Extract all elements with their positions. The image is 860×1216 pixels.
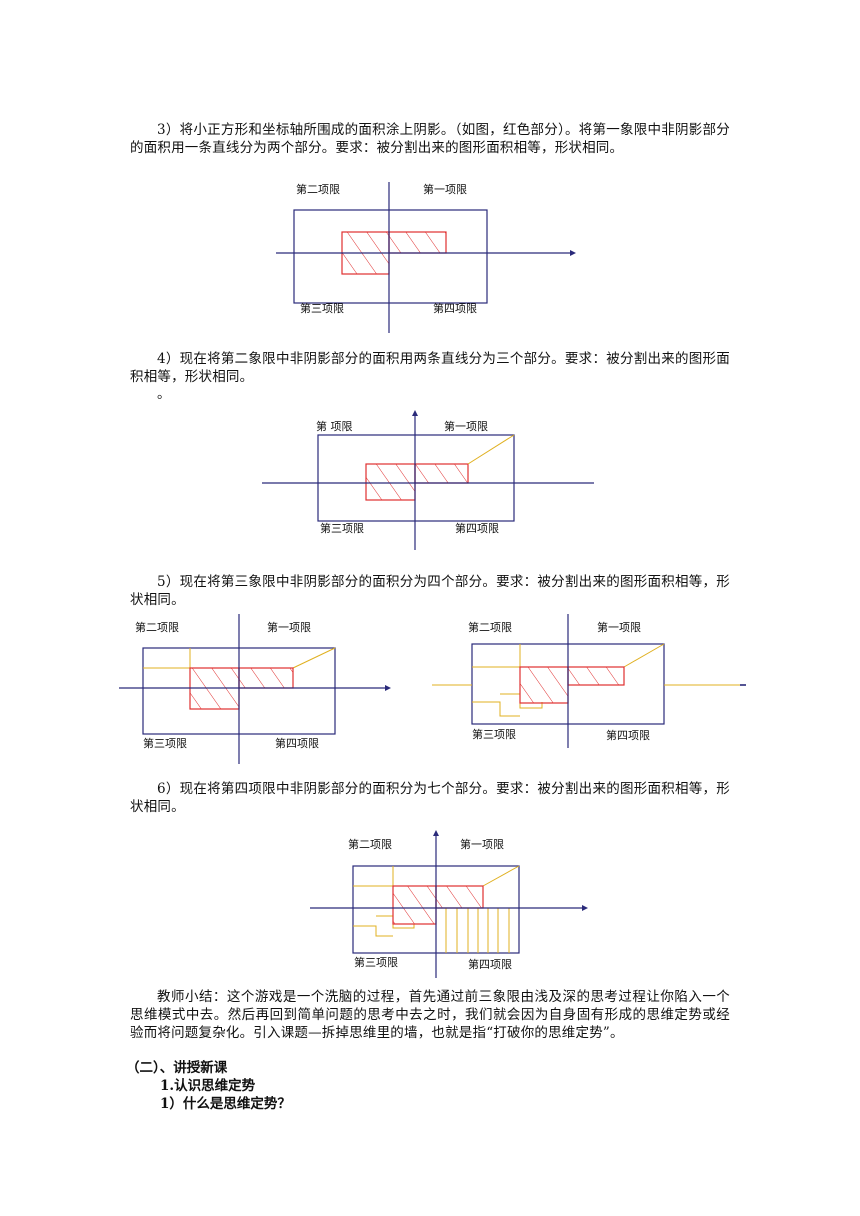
paragraph-step-4: 4）现在将第二象限中非阴影部分的面积用两条直线分为三个部分。要求：被分割出来的图… [130, 351, 730, 385]
label-quadrant-1: 第一项限 [423, 182, 467, 196]
svg-text:第一项限: 第一项限 [267, 620, 311, 634]
label-quadrant-2: 第二项限 [296, 182, 340, 196]
figure-quadrants-1: 第二项限 第一项限 第三项限 第四项限 [276, 182, 576, 333]
svg-text:第二项限: 第二项限 [348, 837, 392, 851]
figure-quadrants-2: 第 项限 第一项限 第三项限 第四项限 [262, 410, 594, 550]
svg-text:第四项限: 第四项限 [468, 957, 512, 971]
paragraph-step-3: 3）将小正方形和坐标轴所围成的面积涂上阴影。（如图，红色部分）。将第一象限中非阴… [130, 122, 730, 156]
svg-text:第三项限: 第三项限 [320, 521, 364, 535]
paragraph-step-6: 6）现在将第四项限中非阴影部分的面积分为七个部分。要求：被分割出来的图形面积相等… [130, 781, 730, 815]
svg-text:第一项限: 第一项限 [444, 419, 488, 433]
svg-text:第二项限: 第二项限 [468, 620, 512, 634]
svg-text:第三项限: 第三项限 [143, 736, 187, 750]
figure-quadrants-3a: 第二项限 第一项限 第三项限 第四项限 [119, 614, 391, 764]
svg-text:第一项限: 第一项限 [597, 620, 641, 634]
paragraph-step-5: 5）现在将第三象限中非阴影部分的面积分为四个部分。要求：被分割出来的图形面积相等… [130, 574, 730, 608]
outer-rectangle [293, 209, 488, 304]
svg-text:第二项限: 第二项限 [135, 620, 179, 634]
sub-heading-1-1: 1）什么是思维定势？ [160, 1096, 291, 1112]
figure-quadrants-4: 第二项限 第一项限 第三项限 第四项限 [310, 830, 588, 978]
label-quadrant-3: 第三项限 [300, 301, 344, 315]
sub-heading-1: 1.认识思维定势 [160, 1078, 256, 1094]
label-quadrant-4: 第四项限 [433, 301, 477, 315]
svg-text:第一项限: 第一项限 [460, 837, 504, 851]
svg-text:第三项限: 第三项限 [472, 727, 516, 741]
stray-punctuation: 。 [157, 386, 171, 402]
divide-line [467, 434, 515, 465]
svg-text:第四项限: 第四项限 [455, 521, 499, 535]
shaded-region [388, 231, 447, 254]
section-heading-2: （二）、讲授新课 [126, 1060, 228, 1076]
teacher-summary: 教师小结：这个游戏是一个洗脑的过程，首先通过前三象限由浅及深的思考过程让你陷入一… [130, 989, 730, 1041]
figure-quadrants-3b: 第二项限 第一项限 第三项限 第四项限 [432, 614, 746, 748]
svg-text:第三项限: 第三项限 [354, 955, 398, 969]
svg-text:第四项限: 第四项限 [606, 728, 650, 742]
svg-text:第四项限: 第四项限 [275, 736, 319, 750]
svg-text:第 项限: 第 项限 [316, 419, 353, 433]
